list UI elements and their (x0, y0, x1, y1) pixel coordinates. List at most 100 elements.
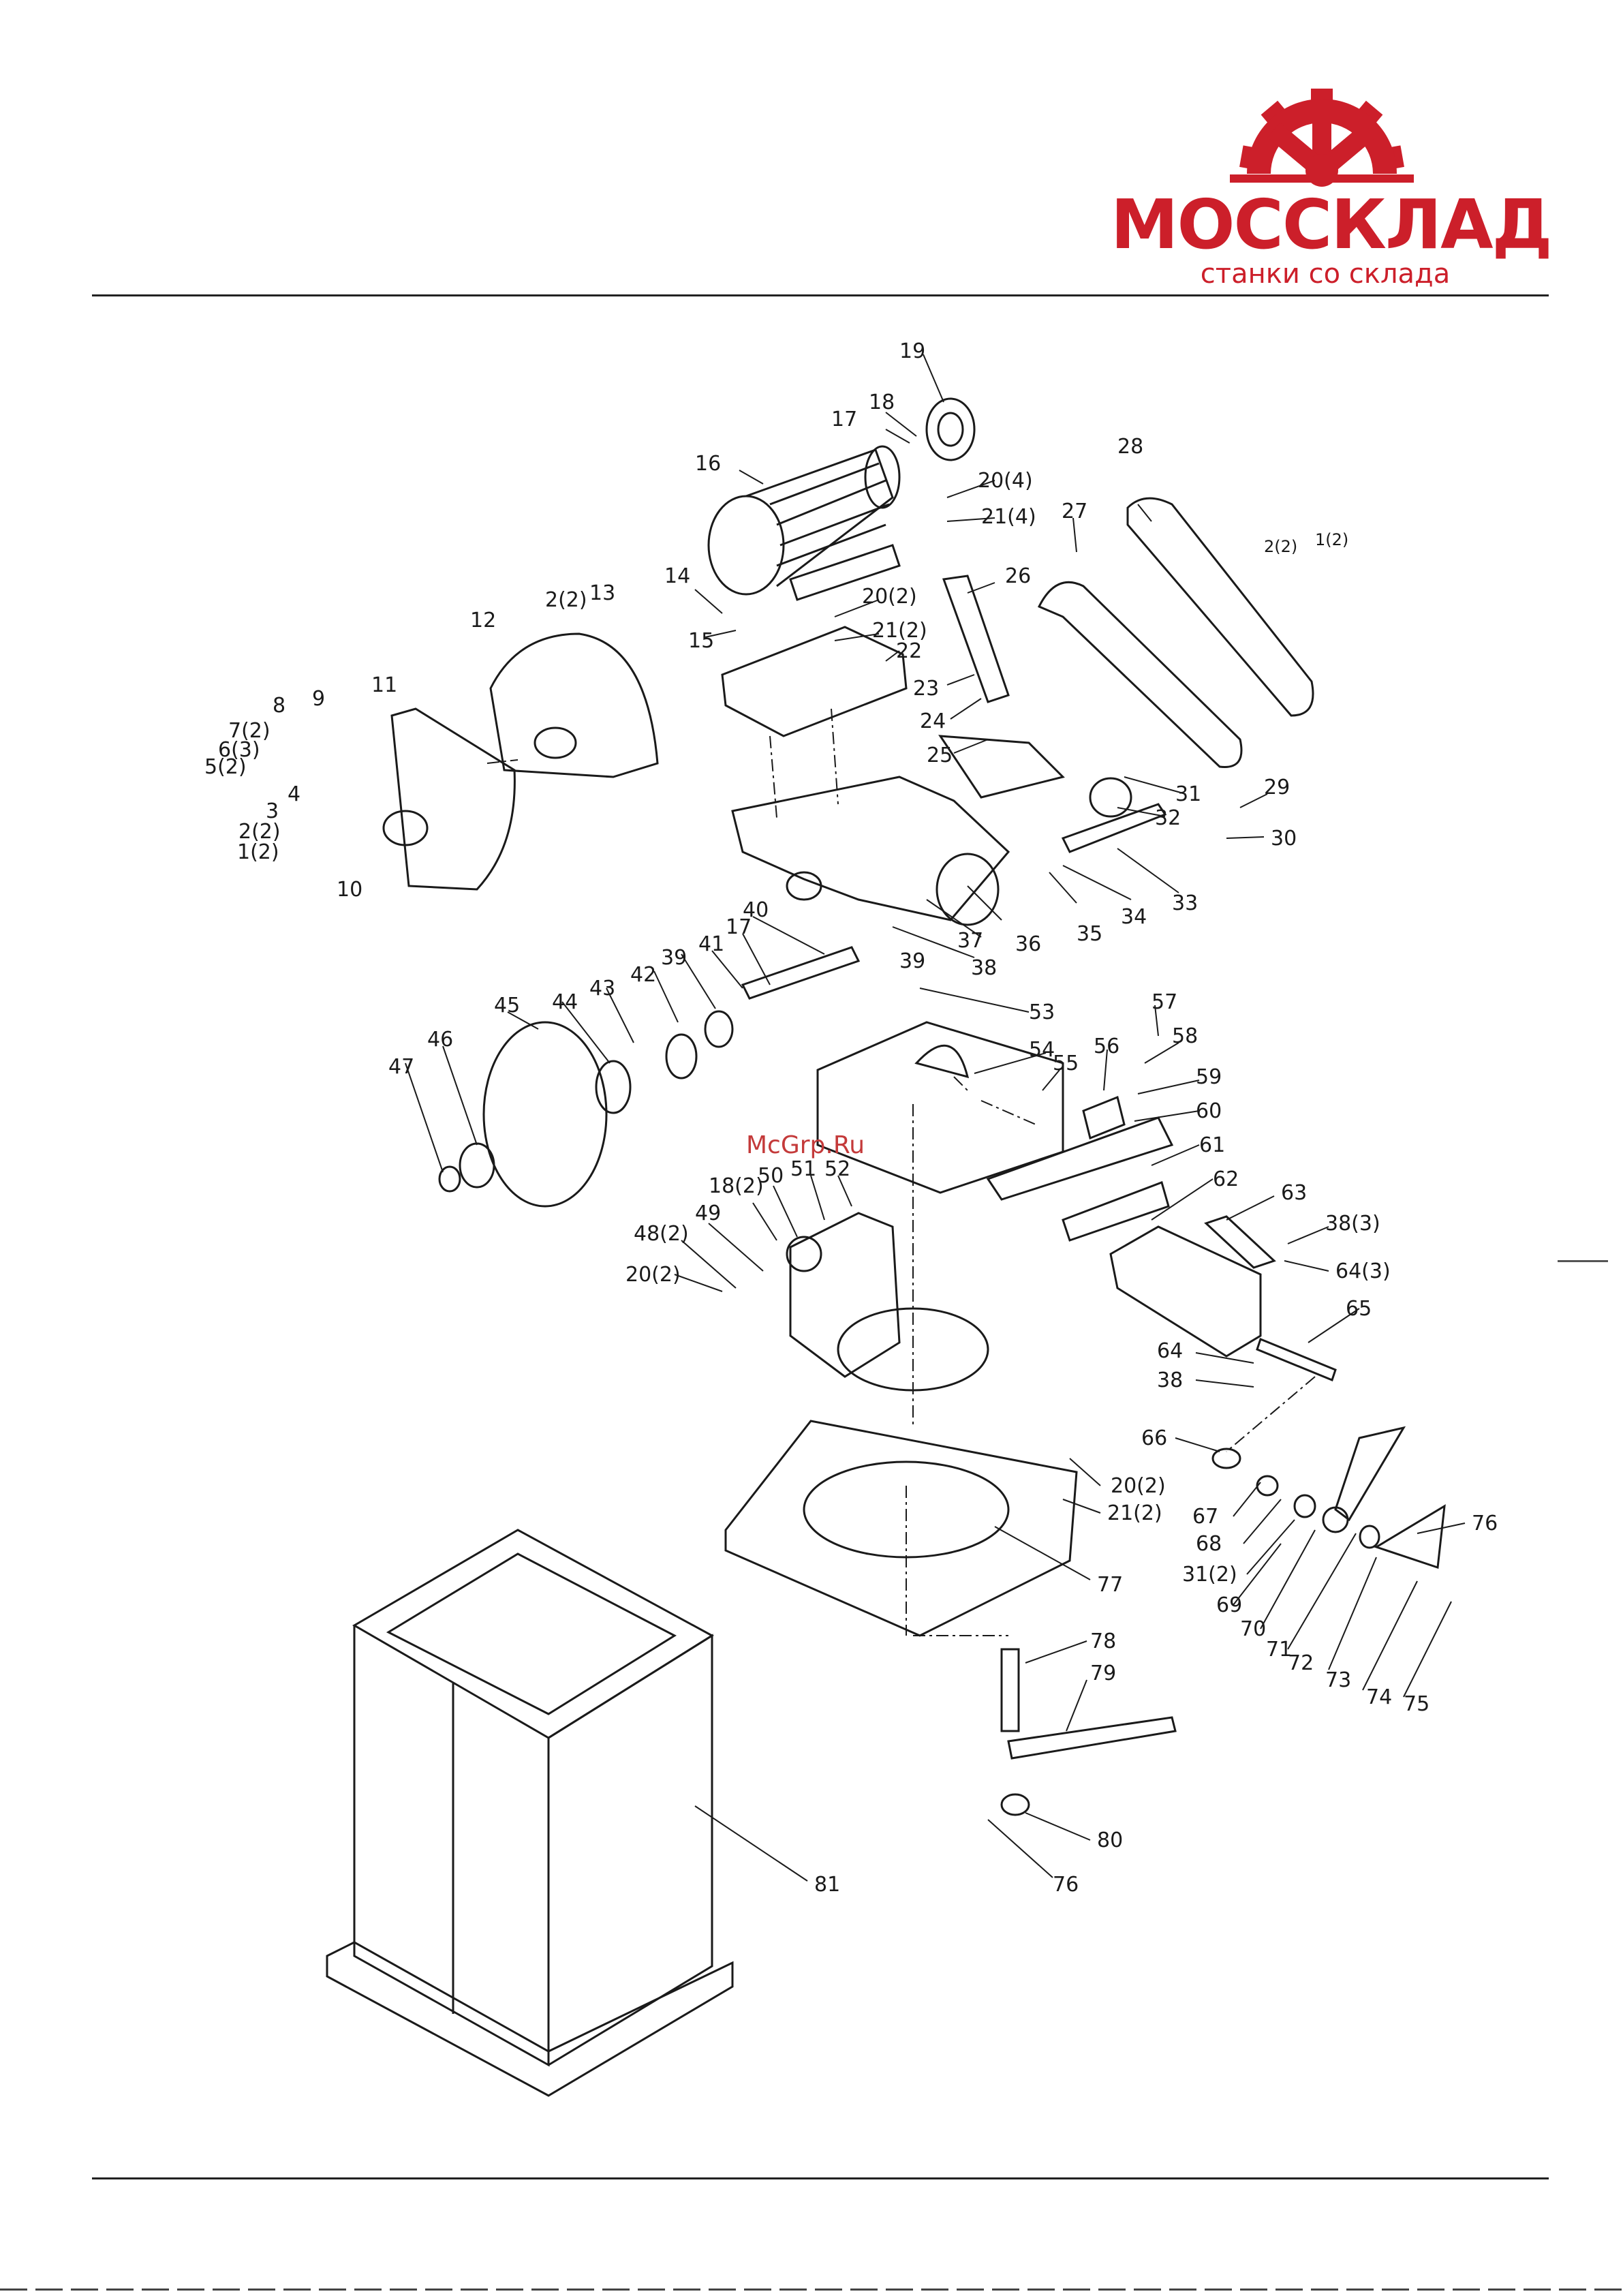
callout-78: 78 (1090, 1629, 1116, 1653)
callout-41: 41 (698, 932, 724, 956)
callout-81: 81 (814, 1873, 840, 1897)
stand-front (353, 1625, 550, 2067)
callout-49: 49 (695, 1201, 721, 1225)
callout-74: 74 (1366, 1685, 1392, 1709)
callout-51: 51 (790, 1157, 816, 1181)
callout-64: 64 (1157, 1339, 1183, 1363)
bracket (942, 575, 1010, 703)
spindle (741, 946, 861, 1000)
callout-43: 43 (589, 977, 615, 1000)
vise-jaw-plate (1062, 1181, 1170, 1242)
header-divider (92, 294, 1549, 296)
callout-12: 12 (470, 609, 496, 632)
callout-52: 52 (824, 1157, 850, 1181)
callout-45: 45 (494, 994, 520, 1017)
callout-68: 68 (1196, 1532, 1222, 1556)
callout-75: 75 (1404, 1692, 1429, 1716)
parts-drawing (326, 397, 1446, 2097)
callout-2-2: 2(2) (238, 820, 281, 844)
callout-53: 53 (1029, 1000, 1055, 1024)
callout-76a: 76 (1472, 1512, 1498, 1535)
callout-36: 36 (1015, 932, 1041, 956)
callout-11: 11 (371, 673, 397, 697)
gear-icon (1230, 89, 1414, 187)
callout-39a: 39 (899, 949, 925, 973)
callout-67: 67 (1192, 1505, 1218, 1529)
callout-63: 63 (1281, 1181, 1307, 1205)
callout-20-2c: 20(2) (625, 1263, 681, 1287)
callout-14: 14 (664, 564, 690, 588)
callout-1-2: 1(2) (237, 840, 279, 864)
callout-48: 48(2) (634, 1222, 689, 1246)
stand-foot (326, 1941, 734, 2097)
watermark: McGrp.Ru (746, 1131, 865, 1159)
callout-38-3: 38(3) (1325, 1212, 1380, 1236)
callout-15: 15 (688, 629, 714, 653)
callout-80: 80 (1097, 1828, 1123, 1852)
drive-belt-large (1126, 497, 1314, 717)
handle-bar (1334, 1426, 1406, 1522)
callout-42: 42 (630, 963, 656, 987)
callout-20-2a: 20(2) (862, 585, 917, 609)
callout-46: 46 (427, 1028, 453, 1052)
motor-pulley (925, 397, 976, 461)
callout-32: 32 (1155, 806, 1181, 830)
bracket-plate (938, 735, 1065, 799)
callout-57: 57 (1151, 990, 1177, 1014)
base-plate (724, 1420, 1078, 1637)
callout-38c: 38 (1157, 1368, 1183, 1392)
callout-47: 47 (388, 1055, 414, 1079)
callout-40: 40 (743, 898, 769, 922)
callout-69: 69 (1216, 1593, 1242, 1617)
callout-71: 71 (1266, 1638, 1292, 1662)
callout-59: 59 (1196, 1065, 1222, 1089)
callout-55: 55 (1053, 1052, 1079, 1075)
cutting-arm (731, 776, 1010, 921)
lever (1007, 1716, 1177, 1760)
callout-5: 5(2) (204, 755, 247, 779)
callout-60: 60 (1196, 1099, 1222, 1123)
handwheel (1374, 1504, 1446, 1570)
callout-38a: 38 (971, 956, 997, 980)
callout-62: 62 (1213, 1167, 1239, 1191)
assembly-lines (486, 708, 1316, 1636)
callout-31: 31 (1175, 782, 1201, 806)
callout-31-2: 31(2) (1182, 1563, 1237, 1587)
motor-plate (721, 626, 908, 737)
callout-77: 77 (1097, 1573, 1123, 1597)
callout-4: 4 (288, 782, 300, 806)
callout-24: 24 (920, 709, 946, 733)
callout-labels: 1(2) 2(2) 3 4 5(2) 6(3) 7(2) 8 9 10 11 1… (204, 339, 1498, 1897)
side-mark (1558, 1260, 1608, 1262)
vise-jaw-movable (1109, 1225, 1262, 1358)
callout-9: 9 (312, 687, 325, 711)
brand-logo: МОССКЛАД станки со склада (1111, 89, 1553, 293)
callout-21-2c: 21(2) (1107, 1501, 1162, 1525)
lead-screw (1256, 1338, 1337, 1381)
pivot-bracket (789, 1212, 901, 1378)
callout-37: 37 (957, 929, 983, 953)
callout-39b: 39 (661, 946, 687, 970)
drive-belt-small (1037, 581, 1243, 768)
callout-70: 70 (1240, 1617, 1266, 1641)
blade-guard (489, 632, 659, 778)
page-edge-dash (0, 2289, 1623, 2291)
callout-29: 29 (1264, 776, 1290, 799)
callout-20-2d: 20(2) (1111, 1474, 1166, 1498)
callout-6: 6(3) (218, 738, 260, 762)
callout-17b: 17 (726, 915, 752, 939)
callout-13: 13 (589, 581, 615, 605)
callout-73: 73 (1325, 1668, 1351, 1692)
vise-jaw-fixed (986, 1116, 1174, 1201)
cutting-wheel (482, 1021, 608, 1208)
callout-50: 50 (758, 1164, 784, 1188)
callout-44: 44 (552, 990, 578, 1014)
rear-guard (390, 707, 516, 891)
callout-35: 35 (1077, 922, 1102, 946)
callout-72: 72 (1288, 1651, 1314, 1675)
callout-30: 30 (1271, 827, 1297, 851)
brand-name: МОССКЛАД (1111, 185, 1553, 264)
callout-18-2: 18(2) (709, 1174, 764, 1198)
callout-65: 65 (1346, 1297, 1372, 1321)
